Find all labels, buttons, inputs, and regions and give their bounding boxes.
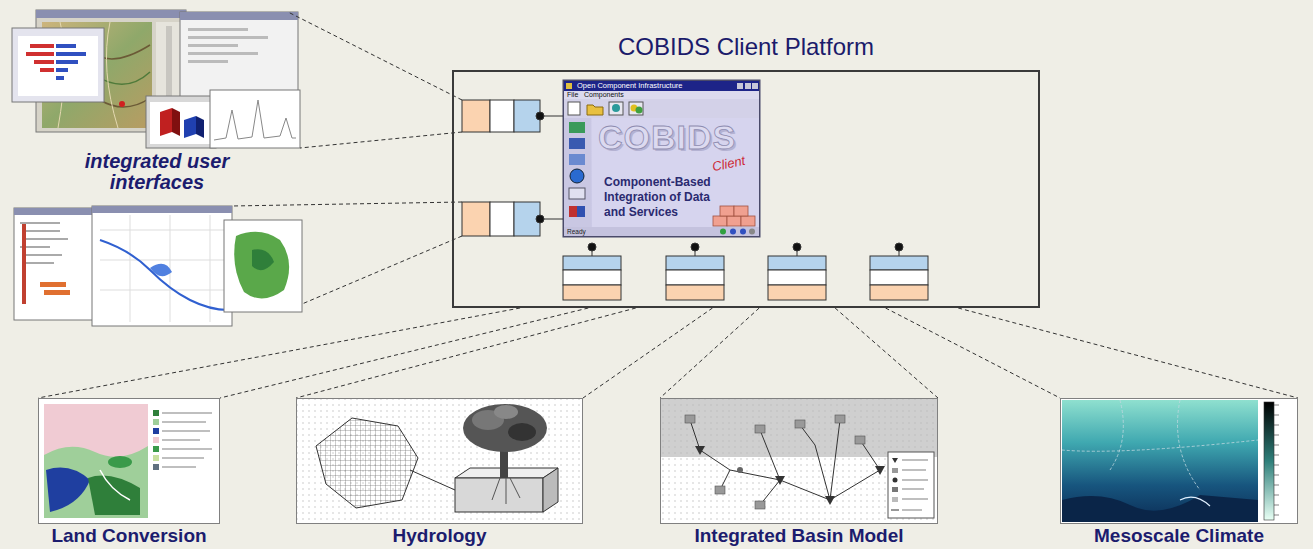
- splash-text: Component-Based Integration of Data and …: [604, 175, 722, 223]
- connector-plugs: [462, 100, 928, 300]
- dashed-connector: [886, 308, 1299, 398]
- window-chrome: [563, 80, 760, 237]
- dashed-connector: [38, 308, 588, 398]
- status-text: Ready: [567, 228, 586, 236]
- land-conversion-map: [38, 398, 220, 524]
- panel-caption: Land Conversion: [51, 525, 206, 546]
- panel-caption: Integrated Basin Model: [694, 525, 903, 546]
- menu-item: File: [567, 91, 578, 99]
- platform-box: COBIDS Client PlatformOpen Component Inf…: [452, 70, 1040, 308]
- dashed-connector: [296, 308, 713, 398]
- window-title: Open Component Infrastructure: [577, 81, 682, 91]
- model-panel: Land Conversion: [38, 398, 220, 524]
- basin-network: [660, 398, 938, 524]
- caption-label: integrated user interfaces: [82, 151, 232, 193]
- dashed-connector: [660, 308, 938, 398]
- ui-screenshots-bottom: [14, 206, 302, 326]
- model-panel: Integrated Basin Model: [660, 398, 938, 524]
- panel-caption: Hydrology: [393, 525, 487, 546]
- model-panel: Mesoscale Climate: [1060, 398, 1298, 524]
- platform-title: COBIDS Client Platform: [454, 33, 1038, 61]
- logo-text: COBIDS: [598, 117, 736, 157]
- ui-screenshots-top: [12, 10, 300, 148]
- app-window: Open Component InfrastructureFileCompone…: [563, 80, 760, 237]
- climate-map: [1060, 398, 1298, 524]
- model-panel: Hydrology: [296, 398, 583, 524]
- panel-caption: Mesoscale Climate: [1094, 525, 1264, 546]
- hydrology-sketch: [296, 398, 583, 524]
- leader-lines: [232, 12, 462, 304]
- menu-item: Components: [584, 91, 624, 99]
